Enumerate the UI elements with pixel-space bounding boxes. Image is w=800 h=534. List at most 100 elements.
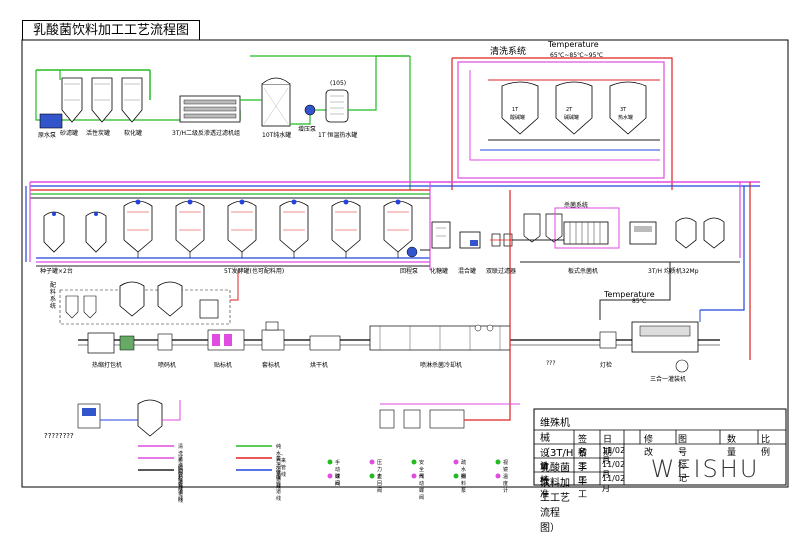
label-mix-tank: 混合罐 [458, 268, 477, 275]
label-cip-a-sub: 酸碱罐 [510, 115, 526, 121]
cip-hot-water-tank [609, 81, 647, 135]
dryer [309, 335, 341, 351]
sugar-melting-tank [431, 221, 451, 249]
fermentation-tank [123, 199, 153, 258]
seed-tank-1 [43, 211, 65, 253]
water-treatment-section [35, 55, 411, 190]
label-temperature-mid: Temperature [604, 290, 655, 299]
label-unk-q3: ??? [546, 360, 556, 367]
label-temp-top-sub: 65℃~85℃~95℃ [550, 52, 604, 59]
label-pure-tank: 10T纯水罐 [262, 132, 292, 139]
label-booster-pump: 增压泵 [298, 126, 317, 133]
plate-sterilizer [554, 207, 620, 249]
tb-col-date: 日期 [603, 435, 613, 458]
tb-col-qty: 数量 [727, 435, 737, 458]
fermentation-tank [331, 199, 361, 258]
label-cip-a: 1T [512, 107, 519, 113]
label-sterilizer-sys: 杀菌系统 [564, 202, 589, 209]
label-return-pump: 回程泵 [400, 268, 419, 275]
label-duplex-filter: 双联过滤器 [486, 268, 517, 275]
label-temperature-top: Temperature [548, 40, 599, 49]
legend-symbol-icon [495, 459, 501, 465]
legend-symbol-icon [327, 459, 333, 465]
return-pump [406, 246, 418, 258]
cip-acid-tank [501, 81, 539, 135]
label-softener: 软化罐 [124, 130, 143, 137]
fermentation-tank [383, 199, 413, 258]
labeler [207, 329, 245, 351]
label-sleever: 套标机 [262, 362, 281, 369]
label-seed-tank: 种子罐×2台 [40, 268, 73, 275]
label-blend-system: 配料系统 [50, 282, 57, 310]
label-labeler: 贴标机 [214, 362, 233, 369]
label-filler: 三合一灌装机 [650, 376, 687, 383]
legend-symbol-label: 温度计 [503, 474, 509, 494]
tb-col-sign: 签名 [578, 435, 588, 458]
label-hot-tank: 1T 恒温热水罐 [318, 132, 358, 139]
diagram-labels: 清洗系统 Temperature 65℃~85℃~95℃ 砂滤罐 活性炭罐 软化… [38, 40, 699, 440]
fermentation-tank [175, 199, 205, 258]
legend-label: 蒸汽管道线 [276, 456, 282, 490]
title-block-grid [533, 408, 787, 486]
label-unk-q8: ???????? [44, 432, 74, 440]
label-ro: 3T/H二级反渗透过滤机组 [172, 130, 241, 137]
legend [138, 445, 501, 479]
label-lamp: 灯检 [600, 362, 613, 369]
sleeve-machine [261, 321, 285, 351]
homogenizer [629, 221, 657, 245]
legend-symbol-icon [495, 473, 501, 479]
label-ferment: 5T发酵罐(也可配料用) [224, 268, 285, 275]
legend-symbol-label: 手动球阀 [335, 460, 341, 487]
drawing-frame [21, 39, 789, 488]
legend-symbol-label: 压力表 [377, 460, 383, 480]
tb-r1-name: 黎工 [578, 449, 588, 472]
seed-tank-2 [85, 211, 107, 253]
raw-water-pump-icon [39, 113, 63, 129]
legend-label: 冷媒管道线 [276, 468, 282, 502]
carbon-filter-tank [91, 77, 113, 123]
legend-symbol-label: 止回阀 [377, 474, 383, 494]
label-temp-mid-sub: 85℃ [632, 298, 647, 305]
label-carbon-tank: 活性炭罐 [86, 130, 111, 137]
label-cip-b: 2T [566, 107, 573, 113]
legend-symbol-label: 安全阀 [419, 460, 425, 480]
label-sand-tank: 砂滤罐 [60, 130, 79, 137]
legend-label: 纯水、自来水管道线 [276, 444, 287, 478]
legend-symbol-icon [411, 459, 417, 465]
drawing-title: 乳酸菌饮料加工工艺流程图 [22, 20, 200, 40]
label-dryer: 烘干机 [310, 362, 329, 369]
tb-r1-date: 11/02月 [602, 446, 626, 465]
cip-alkali-tank [555, 81, 593, 135]
tb-r3-date: 11/02月 [602, 474, 626, 493]
boiler-unit [379, 409, 465, 429]
label-cip-b-sub: 碱碱罐 [564, 115, 580, 121]
legend-symbol-icon [369, 459, 375, 465]
legend-label: 清洗系统管道线 [178, 444, 184, 492]
softener-tank [121, 77, 143, 123]
flow-diagram [21, 39, 789, 488]
legend-symbol-label: 气动蝶阀 [419, 474, 425, 501]
legend-symbol-icon [411, 473, 417, 479]
label-homogenizer: 3T/H 均质机32Mp [648, 268, 699, 275]
pure-water-tank [261, 77, 291, 127]
tb-col-no: 图号标记 [678, 435, 688, 484]
tb-r2-role: 审 核 [540, 463, 559, 486]
blending-section [59, 270, 239, 325]
legend-symbol-icon [453, 459, 459, 465]
brand-logo: WEISHU [650, 454, 760, 483]
legend-symbol-icon [453, 473, 459, 479]
legend-symbol-label: 蝶阀 [335, 474, 341, 487]
tb-r2-name: 李工 [578, 463, 588, 486]
main-pipelines [25, 181, 760, 360]
tb-r2-date: 11/02月 [602, 460, 626, 479]
label-plate-sterilizer: 板式杀菌机 [568, 268, 599, 275]
filler-machine [631, 321, 699, 373]
label-cip-c: 3T [620, 107, 627, 113]
label-shrink: 热缩打包机 [92, 362, 123, 369]
inkjet-printer [157, 333, 173, 351]
legend-symbol-label: 物料泵 [461, 474, 467, 494]
legend-symbol-label: 视镜 [503, 460, 509, 473]
process-flow-sheet: 乳酸菌饮料加工工艺流程图 [21, 20, 789, 534]
aseptic-tank-2 [703, 217, 725, 249]
label-hot-tank-tag: (105) [330, 80, 347, 87]
